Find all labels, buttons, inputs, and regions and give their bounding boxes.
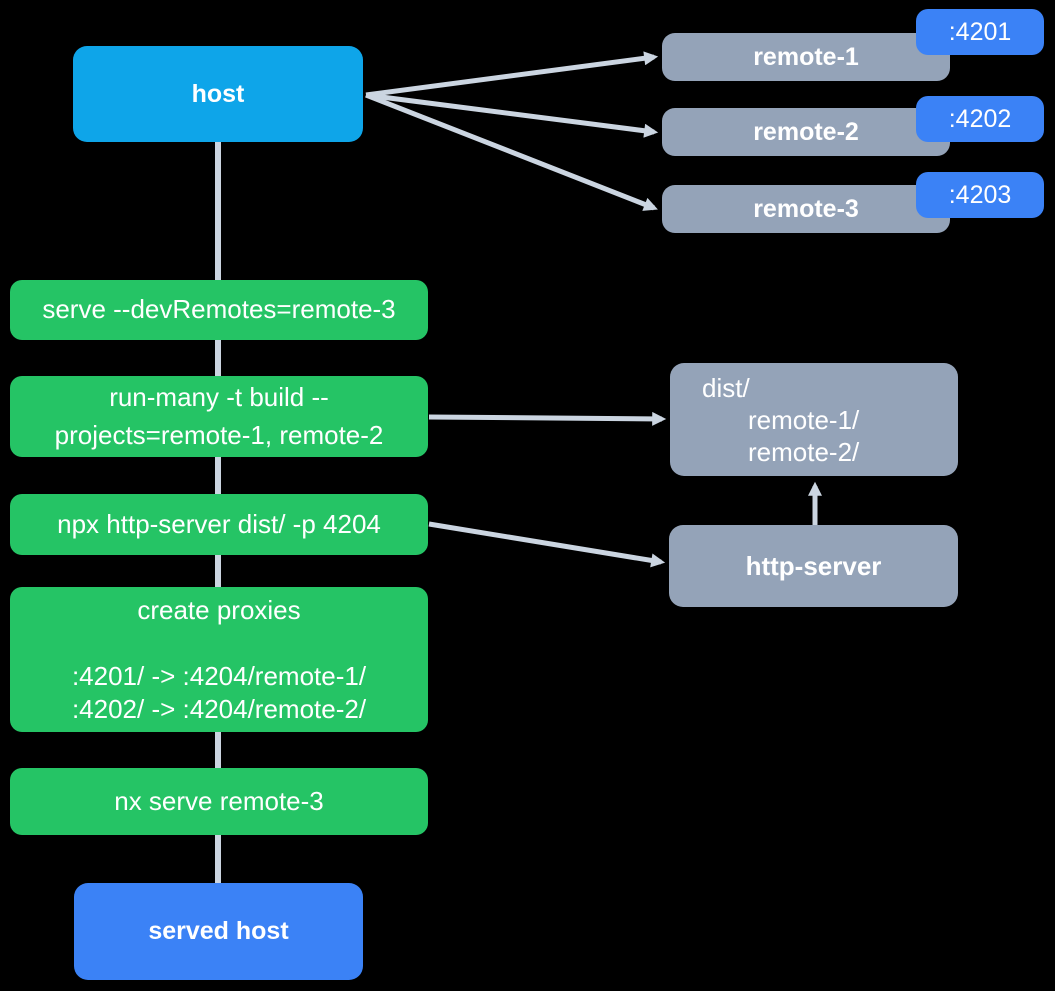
remote-2-label: remote-2 xyxy=(753,117,859,146)
remote-2-node: remote-2 xyxy=(662,108,950,156)
remote-2-port-label: :4202 xyxy=(948,104,1012,133)
remote-3-node: remote-3 xyxy=(662,185,950,233)
command-run-many-build: run-many -t build -- projects=remote-1, … xyxy=(10,376,428,457)
dist-child-remote-1: remote-1/ xyxy=(748,404,860,435)
command-nx-serve-remote-3: nx serve remote-3 xyxy=(10,768,428,835)
http-server-label: http-server xyxy=(745,550,882,581)
host-node: host xyxy=(73,46,363,142)
remote-1-label: remote-1 xyxy=(753,42,859,71)
command-nx-serve-label: nx serve remote-3 xyxy=(114,785,324,816)
dist-child-remote-2: remote-2/ xyxy=(748,436,860,467)
arrow-host-to-remote-2 xyxy=(365,92,659,138)
dist-root-label: dist/ xyxy=(702,372,750,403)
command-npx-http-server: npx http-server dist/ -p 4204 xyxy=(10,494,428,555)
http-server-node: http-server xyxy=(669,525,958,607)
dist-folder-node: dist/ remote-1/ remote-2/ xyxy=(670,363,958,476)
remote-3-label: remote-3 xyxy=(753,194,859,223)
command-serve-dev-remotes: serve --devRemotes=remote-3 xyxy=(10,280,428,340)
remote-3-port-label: :4203 xyxy=(948,180,1012,209)
remote-2-port-badge: :4202 xyxy=(916,96,1044,142)
command-npx-http-server-label: npx http-server dist/ -p 4204 xyxy=(57,508,381,539)
command-run-many-line-1: run-many -t build -- xyxy=(109,381,329,412)
remote-1-port-label: :4201 xyxy=(948,17,1012,46)
served-host-node: served host xyxy=(74,883,363,980)
arrow-build-to-dist xyxy=(428,411,667,426)
command-run-many-line-2: projects=remote-1, remote-2 xyxy=(54,419,384,450)
proxy-rule-1: :4201/ -> :4204/remote-1/ xyxy=(71,660,367,691)
remote-3-port-badge: :4203 xyxy=(916,172,1044,218)
arrow-host-to-remote-3 xyxy=(365,92,658,211)
arrow-host-to-remote-1 xyxy=(365,51,659,98)
create-proxies-title: create proxies xyxy=(137,594,301,625)
command-create-proxies: create proxies :4201/ -> :4204/remote-1/… xyxy=(10,587,428,732)
proxy-rule-2: :4202/ -> :4204/remote-2/ xyxy=(71,693,367,724)
host-label: host xyxy=(191,79,245,108)
command-serve-label: serve --devRemotes=remote-3 xyxy=(42,294,396,325)
arrow-http-command-to-http-server xyxy=(428,521,666,568)
remote-1-port-badge: :4201 xyxy=(916,9,1044,55)
served-host-label: served host xyxy=(148,917,289,945)
remote-1-node: remote-1 xyxy=(662,33,950,81)
